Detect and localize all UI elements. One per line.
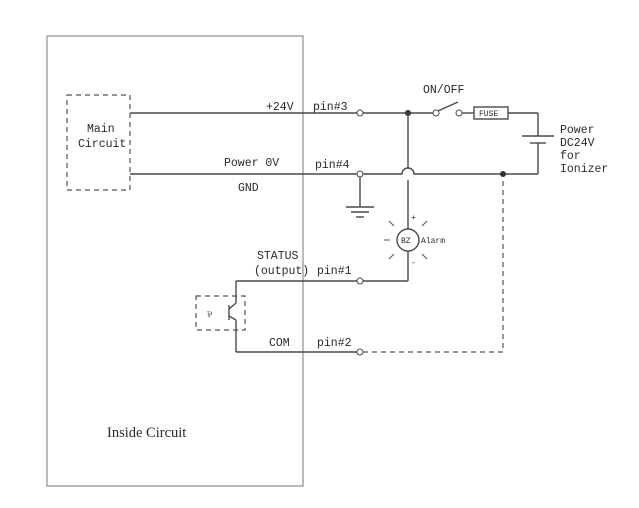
inside-circuit-box bbox=[46, 35, 304, 487]
label-pin1: pin#1 bbox=[317, 265, 352, 278]
label-power-line1: Power bbox=[560, 124, 595, 137]
junction-dot-0v bbox=[500, 171, 506, 177]
label-pin3: pin#3 bbox=[313, 101, 348, 114]
terminal-pin2 bbox=[356, 348, 364, 356]
buzzer-ray bbox=[421, 253, 428, 260]
transistor-collector bbox=[228, 302, 237, 310]
label-on-off: ON/OFF bbox=[423, 84, 465, 97]
label-power-line3: for bbox=[560, 150, 581, 163]
main-circuit-box bbox=[66, 94, 131, 191]
label-gnd: GND bbox=[238, 182, 259, 195]
buzzer-ray bbox=[388, 253, 395, 260]
transistor-emitter bbox=[228, 315, 237, 321]
label-status: STATUS bbox=[257, 250, 299, 263]
terminal-pin1 bbox=[356, 277, 364, 285]
terminal-pin3 bbox=[356, 109, 364, 117]
label-pin2: pin#2 bbox=[317, 337, 352, 350]
label-bz: BZ bbox=[401, 237, 411, 246]
terminal-pin4 bbox=[356, 170, 364, 178]
wire-com-return-dashed bbox=[363, 177, 504, 353]
switch-terminal-right bbox=[455, 109, 463, 117]
label-fuse: FUSE bbox=[479, 110, 498, 119]
label-power-line4: Ionizer bbox=[560, 163, 608, 176]
label-buzzer-minus: - bbox=[411, 259, 416, 268]
label-com: COM bbox=[269, 337, 290, 350]
main-circuit-label-line1: Main bbox=[87, 123, 115, 136]
buzzer-ray bbox=[421, 220, 428, 227]
photo-coupler-box bbox=[195, 295, 246, 331]
photo-coupler-symbol: ⅌ bbox=[207, 311, 213, 320]
inside-circuit-label: Inside Circuit bbox=[107, 425, 186, 441]
wire-0v-right bbox=[363, 167, 538, 175]
main-circuit-label-line2: Circuit bbox=[78, 138, 126, 151]
label-power-line2: DC24V bbox=[560, 137, 595, 150]
label-output: (output) bbox=[254, 265, 309, 278]
label-pin4: pin#4 bbox=[315, 159, 350, 172]
switch-lever bbox=[437, 101, 459, 112]
label-alarm: Alarm bbox=[421, 237, 445, 246]
label-buzzer-plus: + bbox=[411, 214, 416, 223]
switch-terminal-left bbox=[432, 109, 440, 117]
label-plus24v: +24V bbox=[266, 101, 294, 114]
label-power-0v: Power 0V bbox=[224, 157, 279, 170]
buzzer-ray bbox=[388, 220, 395, 227]
